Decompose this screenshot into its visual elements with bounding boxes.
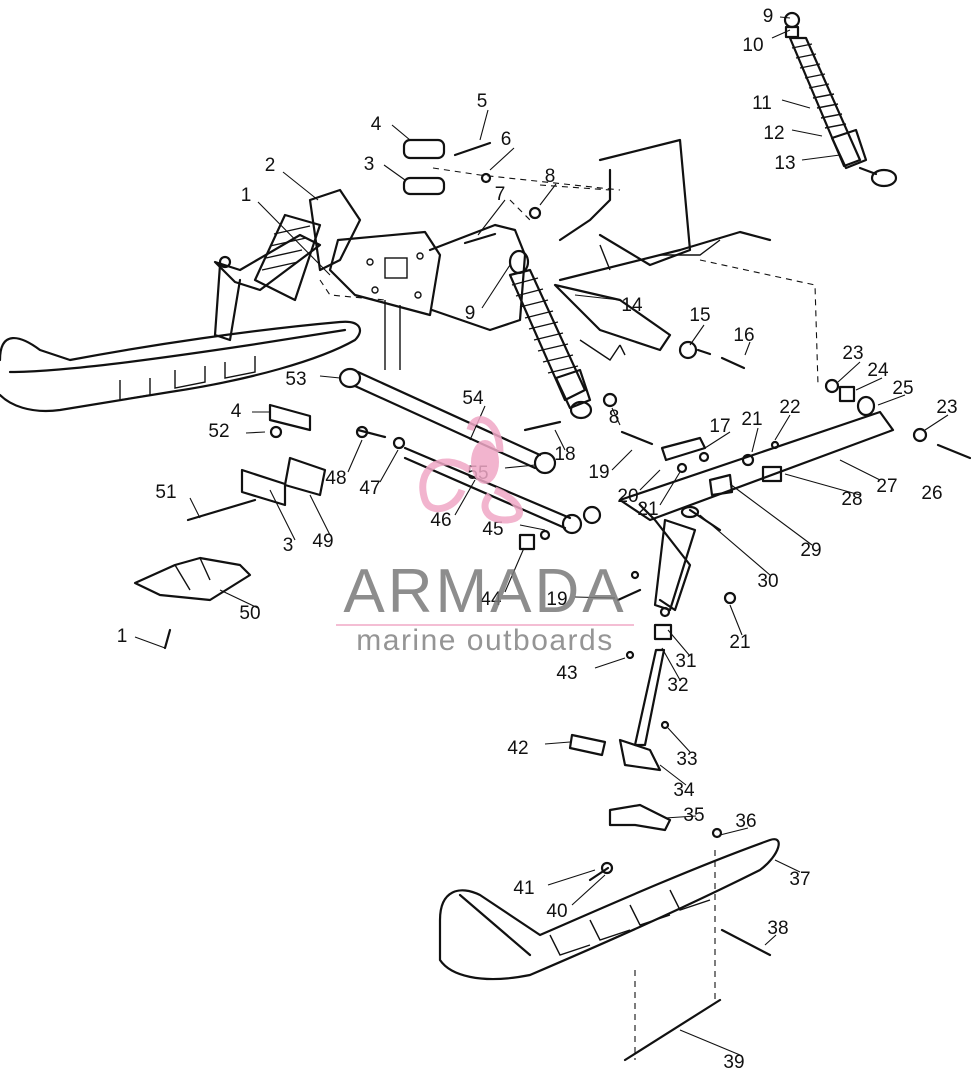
callout-19: 19: [588, 462, 609, 483]
callout-4: 4: [371, 114, 382, 135]
callout-15: 15: [689, 305, 710, 326]
propeller-logo-icon: [419, 416, 523, 524]
callout-1: 1: [117, 626, 128, 647]
callout-35: 35: [683, 805, 704, 826]
callout-23: 23: [842, 343, 863, 364]
callout-50: 50: [239, 603, 260, 624]
callout-33: 33: [676, 749, 697, 770]
callout-31: 31: [675, 651, 696, 672]
callout-14: 14: [621, 295, 643, 316]
chassis-bulkhead: [308, 138, 819, 386]
callout-10: 10: [742, 35, 763, 56]
mount-brackets: [133, 403, 327, 650]
callout-22: 22: [779, 397, 800, 418]
callout-24: 24: [867, 360, 889, 381]
callout-28: 28: [841, 489, 862, 510]
callout-18: 18: [554, 444, 575, 465]
callout-54: 54: [462, 388, 484, 409]
callout-41: 41: [513, 878, 534, 899]
watermark-brand: ARMADA: [343, 557, 626, 626]
callout-51: 51: [155, 482, 176, 503]
callout-8: 8: [609, 407, 620, 428]
radius-rods: [338, 367, 602, 551]
callout-21: 21: [637, 499, 658, 520]
callout-29: 29: [800, 540, 821, 561]
callout-4: 4: [231, 401, 242, 422]
callout-9: 9: [465, 303, 476, 324]
callout-37: 37: [789, 869, 810, 890]
front-shock-absorber: [508, 249, 672, 420]
callout-25: 25: [892, 378, 913, 399]
callout-42: 42: [507, 738, 528, 759]
callout-6: 6: [501, 129, 512, 150]
left-ski-assembly: [0, 213, 362, 412]
callout-3: 3: [364, 154, 375, 175]
callout-8: 8: [545, 166, 556, 187]
callout-52: 52: [208, 421, 229, 442]
callout-27: 27: [876, 476, 897, 497]
callout-49: 49: [312, 531, 333, 552]
right-spindle-assembly: [568, 410, 895, 832]
callout-21: 21: [741, 409, 762, 430]
callout-1: 1: [241, 185, 252, 206]
callout-36: 36: [735, 811, 756, 832]
callout-26: 26: [921, 483, 942, 504]
callout-43: 43: [556, 663, 577, 684]
callout-3: 3: [283, 535, 294, 556]
leader-lines: [134, 16, 949, 1056]
callout-46: 46: [430, 510, 451, 531]
hardware: [402, 138, 971, 497]
callout-21: 21: [729, 632, 750, 653]
rear-shock-absorber: [783, 11, 898, 188]
callout-12: 12: [763, 123, 784, 144]
callout-13: 13: [774, 153, 795, 174]
callout-20: 20: [617, 486, 638, 507]
callout-9: 9: [763, 6, 774, 27]
callout-16: 16: [733, 325, 754, 346]
callout-53: 53: [285, 369, 306, 390]
armada-watermark: ARMADA marine outboards: [336, 416, 634, 657]
right-ski: [438, 827, 780, 1062]
watermark-tagline: marine outboards: [356, 624, 613, 657]
callout-23: 23: [936, 397, 957, 418]
callout-48: 48: [325, 468, 346, 489]
callout-44: 44: [480, 589, 502, 610]
callout-32: 32: [667, 675, 688, 696]
callout-5: 5: [477, 91, 488, 112]
callout-40: 40: [546, 901, 567, 922]
callout-17: 17: [709, 416, 730, 437]
callout-34: 34: [673, 780, 695, 801]
callout-19: 19: [546, 589, 567, 610]
callout-38: 38: [767, 918, 788, 939]
callout-39: 39: [723, 1052, 744, 1070]
callout-11: 11: [752, 93, 772, 114]
callout-2: 2: [265, 155, 276, 176]
callout-7: 7: [495, 184, 506, 205]
callout-45: 45: [482, 519, 503, 540]
callout-47: 47: [359, 478, 380, 499]
callout-30: 30: [757, 571, 778, 592]
